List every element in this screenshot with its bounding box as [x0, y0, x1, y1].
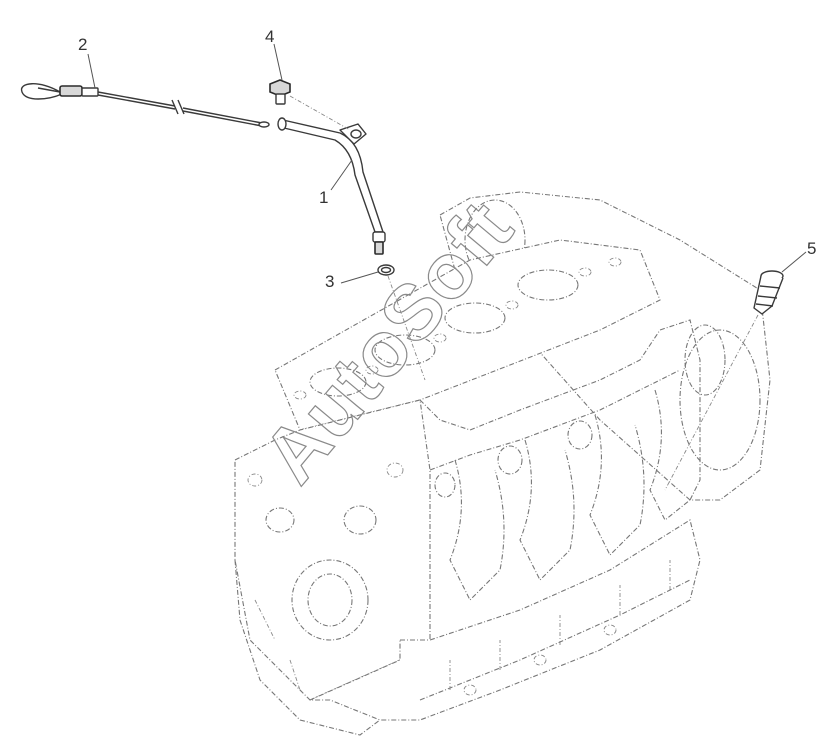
callout-labels: 1 2 3 4 5: [78, 27, 816, 291]
dipstick-guide-tube: [277, 117, 386, 255]
engine-block: [234, 191, 771, 736]
callout-label-5: 5: [807, 239, 816, 258]
callout-leaders: [87, 43, 807, 284]
callout-label-3: 3: [325, 272, 334, 291]
dipstick: [20, 83, 270, 128]
o-ring: [377, 264, 395, 276]
callout-label-2: 2: [78, 35, 87, 54]
bolt: [269, 79, 351, 131]
callout-label-1: 1: [319, 188, 328, 207]
callout-label-4: 4: [265, 27, 274, 46]
plug: [664, 270, 784, 491]
